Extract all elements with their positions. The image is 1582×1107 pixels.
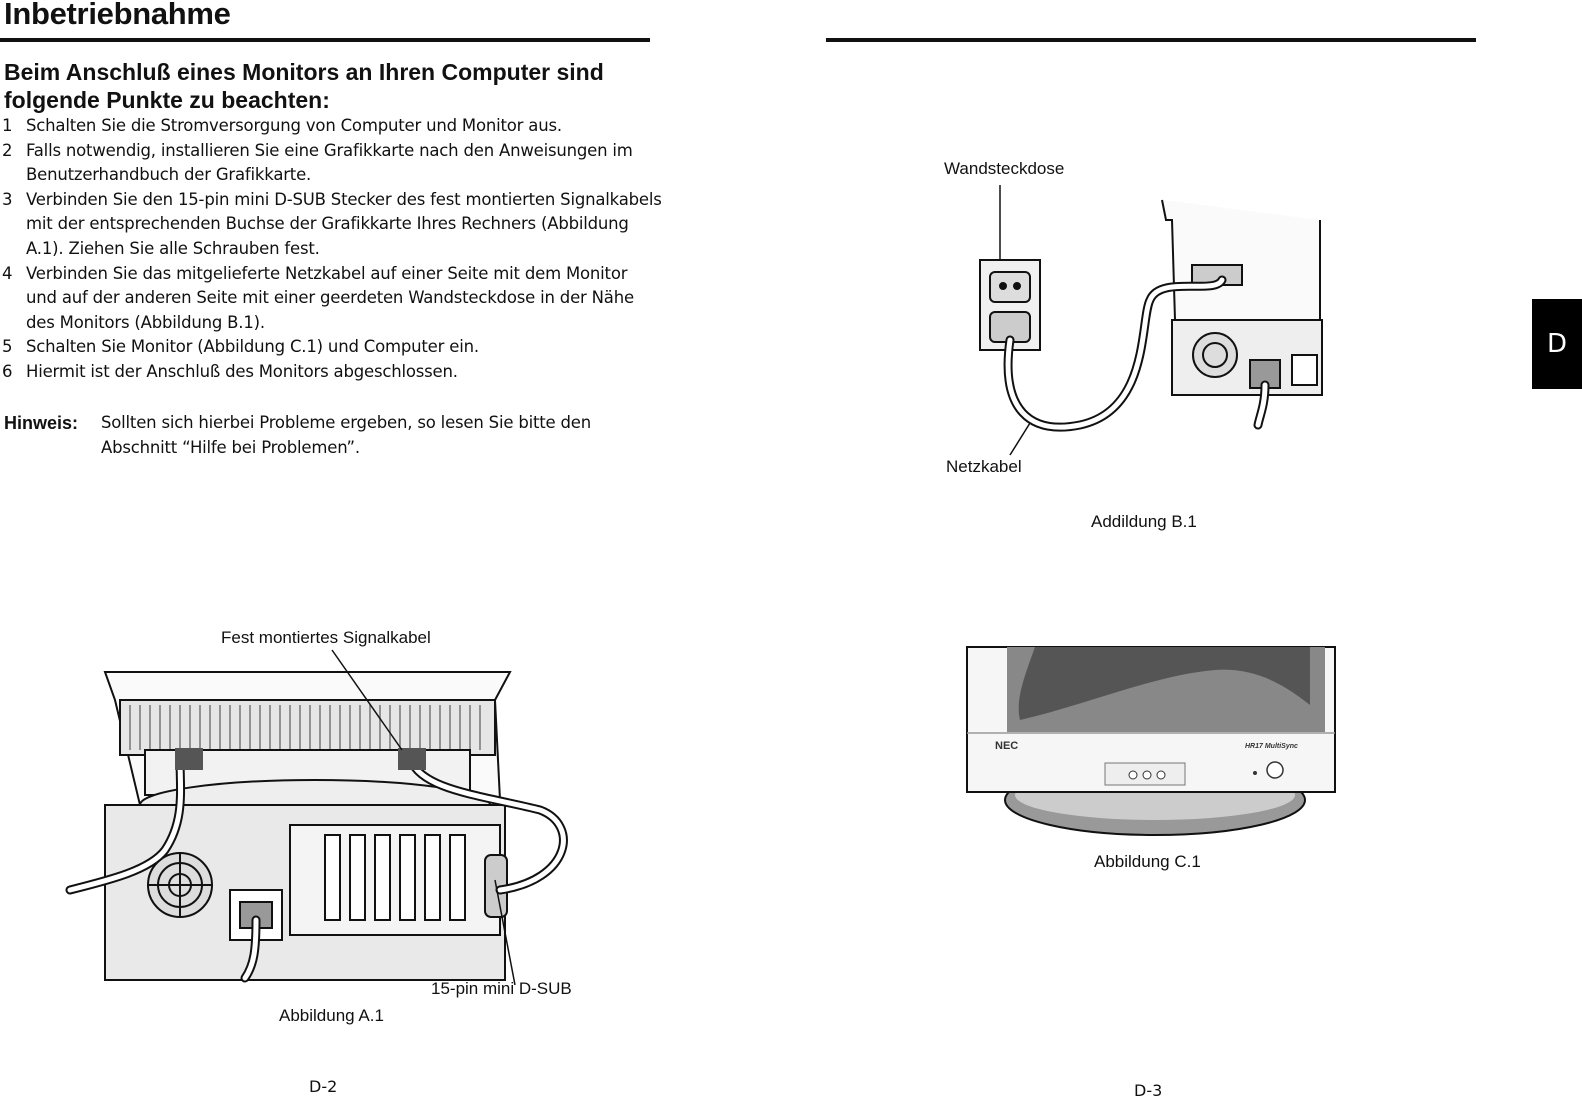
section-subheading: Beim Anschluß eines Monitors an Ihren Co… xyxy=(4,59,604,113)
note-label: Hinweis: xyxy=(4,413,79,433)
figure-b1-caption: Addildung B.1 xyxy=(1091,512,1197,531)
page-title: Inbetriebnahme xyxy=(4,0,231,31)
figure-a1-label-connector: 15-pin mini D-SUB xyxy=(431,979,572,998)
figure-a1-caption: Abbildung A.1 xyxy=(279,1006,384,1025)
figure-a1-label-cable: Fest montiertes Signalkabel xyxy=(221,628,431,647)
right-rule xyxy=(826,38,1476,42)
note-block: Hinweis: Sollten sich hierbei Probleme e… xyxy=(4,411,664,460)
figure-c1-illustration: NEC HR17 MultiSync xyxy=(966,646,1336,836)
monitor-brand-label: NEC xyxy=(995,740,1018,752)
figure-b1-label-power-cord: Netzkabel xyxy=(946,457,1022,476)
figure-b1-label-outlet: Wandsteckdose xyxy=(944,159,1065,178)
section-tab: D xyxy=(1532,299,1582,389)
note-text: Sollten sich hierbei Probleme ergeben, s… xyxy=(101,413,591,457)
page-number-left: D-2 xyxy=(309,1077,338,1096)
page-number-right: D-3 xyxy=(1134,1081,1163,1100)
title-rule xyxy=(0,38,650,42)
figure-c1-caption: Abbildung C.1 xyxy=(1094,852,1201,871)
monitor-model-label: HR17 MultiSync xyxy=(1245,743,1298,750)
figure-a1-illustration xyxy=(65,649,568,986)
figure-b1-illustration xyxy=(979,185,1323,456)
